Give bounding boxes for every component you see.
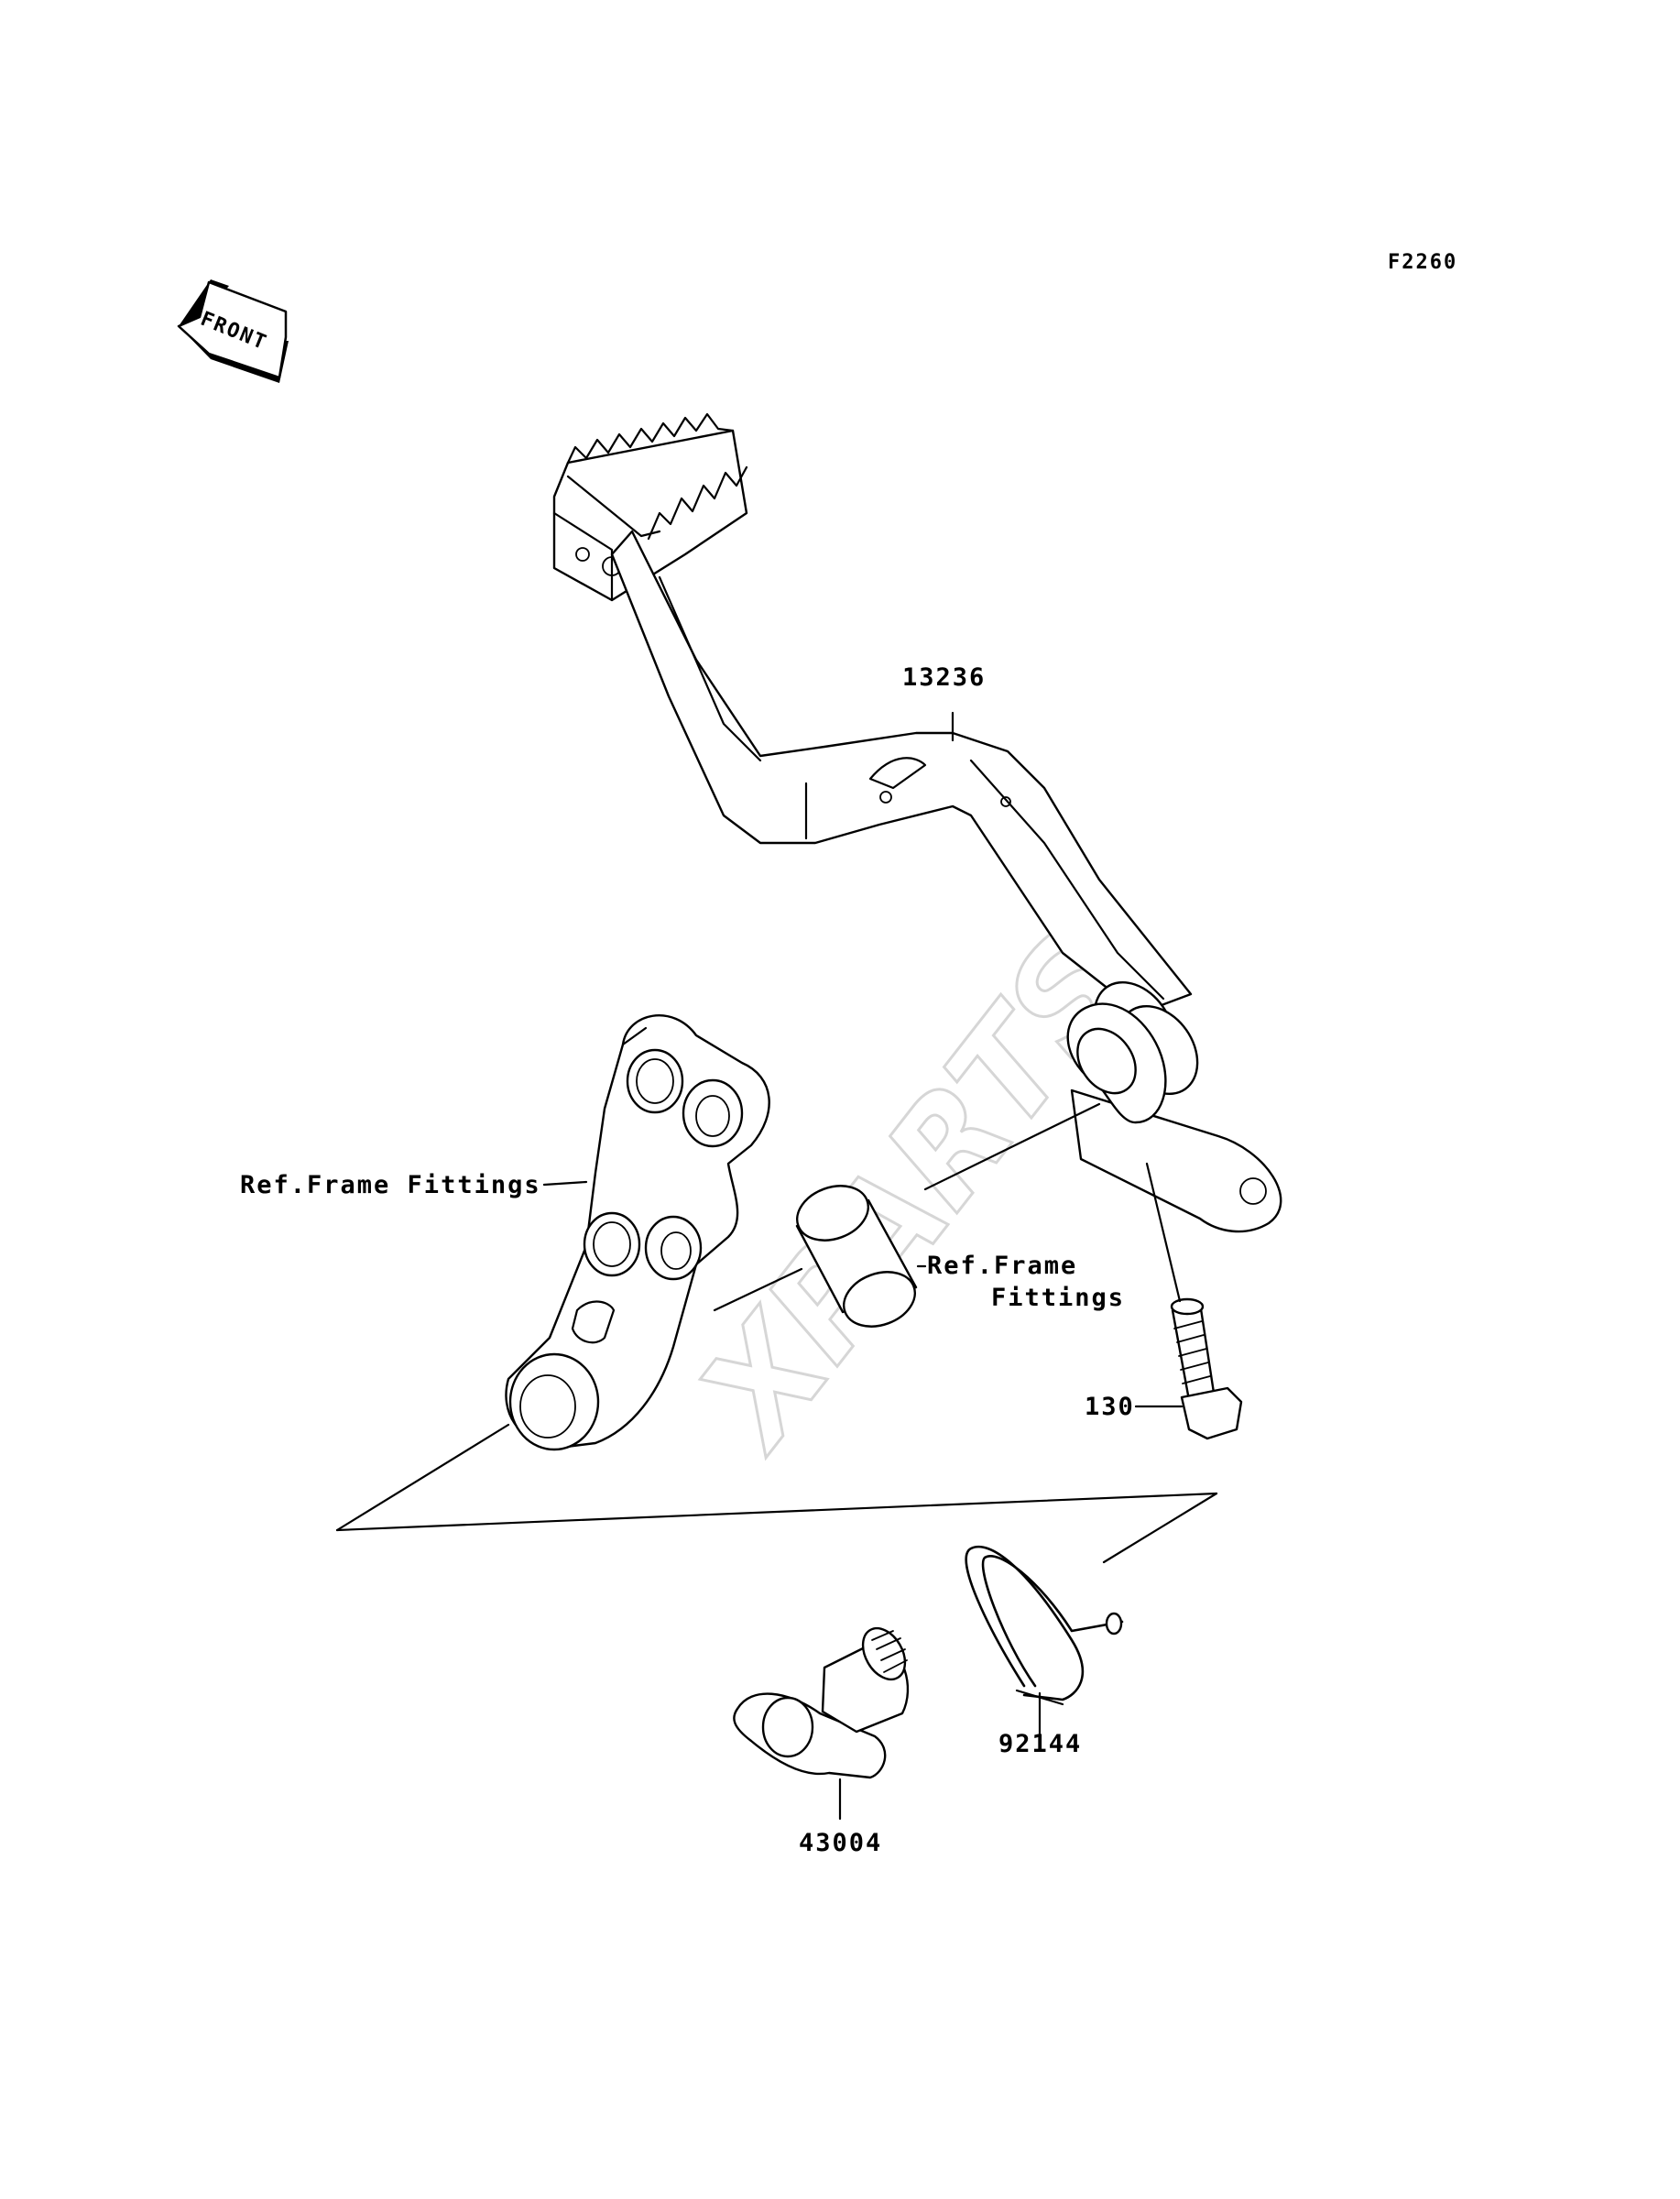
label-pivot-shaft: 43004 [799, 1829, 882, 1857]
label-ref-frame-fittings-left: Ref.Frame Fittings [240, 1171, 541, 1199]
brake-pedal-part [552, 412, 1282, 1233]
bolt-part [1170, 1297, 1243, 1440]
front-arrow-icon: FRONT [177, 279, 289, 383]
assembly-lines [335, 711, 1218, 1821]
label-brake-pedal: 13236 [902, 663, 986, 692]
label-ref-frame-fittings-right-2: Fittings [991, 1284, 1125, 1312]
label-ref-frame-fittings-right-1: Ref.Frame [927, 1252, 1077, 1280]
collar-part [795, 1185, 918, 1328]
label-spring: 92144 [998, 1730, 1082, 1758]
figure-code: F2260 [1388, 251, 1457, 274]
pivot-shaft-part [733, 1626, 910, 1779]
frame-bracket [505, 1014, 770, 1451]
label-bolt: 130 [1085, 1393, 1135, 1421]
spring-part [965, 1545, 1124, 1706]
